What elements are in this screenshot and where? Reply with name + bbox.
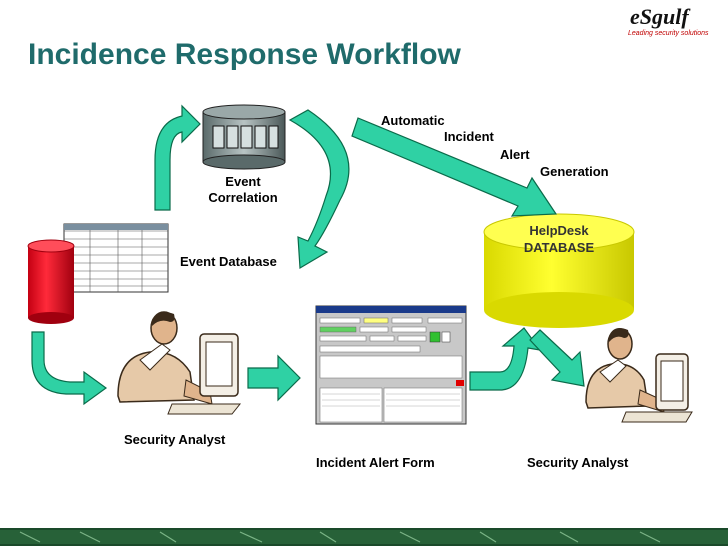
alert-label: Alert <box>500 147 530 162</box>
workflow-arrows <box>31 104 585 406</box>
security-analyst-left-label: Security Analyst <box>124 432 226 447</box>
arrow-analyst-to-form <box>247 354 301 402</box>
arrow-helpdesk-to-analyst <box>529 329 585 387</box>
helpdesk-label-line2: DATABASE <box>523 240 595 255</box>
incident-alert-form-screenshot <box>315 305 467 425</box>
company-logo: eSgulf <box>630 4 689 29</box>
arrow-form-to-helpdesk <box>469 327 542 391</box>
event-database-label: Event Database <box>180 254 277 269</box>
event-correlation-label-line2: Correlation <box>208 190 278 205</box>
security-analyst-right-figure-icon <box>585 328 693 423</box>
arrow-to-correlation <box>154 104 201 211</box>
arrow-db-to-analyst <box>31 331 108 406</box>
automatic-label: Automatic <box>381 113 445 128</box>
incident-label: Incident <box>444 129 494 144</box>
event-correlation-label-line1: Event <box>225 174 261 189</box>
security-analyst-right-label: Security Analyst <box>527 455 629 470</box>
security-analyst-left-figure-icon <box>117 311 242 415</box>
bottom-decorative-band <box>0 528 728 546</box>
incident-alert-form-label: Incident Alert Form <box>316 455 435 470</box>
page-title: Incidence Response Workflow <box>28 38 461 71</box>
event-table-icon <box>63 223 169 293</box>
event-correlation-label: Event Correlation <box>200 174 286 206</box>
generation-label: Generation <box>540 164 609 179</box>
arrow-automatic-generation <box>351 117 558 217</box>
event-correlation-server-icon <box>202 104 286 170</box>
helpdesk-database-label: HelpDesk DATABASE <box>484 222 634 256</box>
arrow-correlation-to-database <box>288 109 350 270</box>
logo-tagline: Leading security solutions <box>628 30 709 37</box>
helpdesk-label-line1: HelpDesk <box>529 223 589 238</box>
helpdesk-database-cylinder-icon <box>483 213 635 328</box>
event-database-cylinder-icon <box>27 239 75 324</box>
